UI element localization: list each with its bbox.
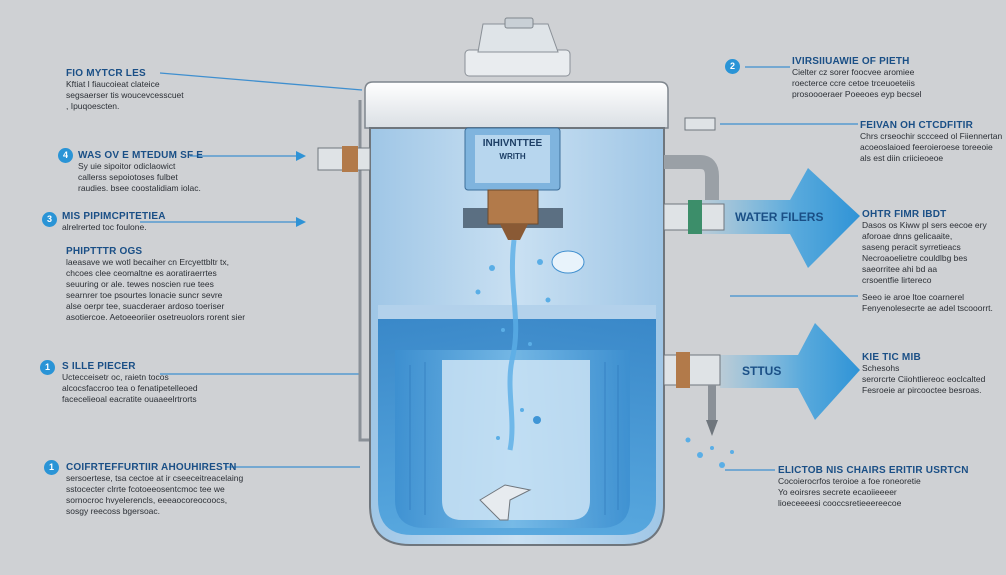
left-label-4-text: laeasave we wotl becaiher cn Ercyettbltr… — [66, 257, 246, 322]
right-label-6: ELICTOB NIS CHAIRS ERITIR USRTCN Cocoier… — [778, 465, 969, 509]
right-label-3-title: OHTR FIMR IBDT — [862, 209, 947, 220]
left-label-3-title: MIS PIPIMCPITETIEA — [62, 211, 166, 222]
left-label-5: S ILLE PIECER Uctecceisetr oc, raietn to… — [62, 361, 198, 405]
marker-3: 3 — [42, 212, 57, 227]
lower-outlet-fitting — [676, 352, 690, 388]
right-label-3-text: Dasos os Kiww pl sers eecoe ery aforoae … — [862, 220, 987, 285]
right-label-2-title: FEIVAN OH CTCDFITIR — [860, 120, 974, 131]
left-label-1-text: Kftiat l fiaucoieat clateice segsaerser … — [66, 79, 184, 111]
lower-outlet-pipe — [663, 354, 721, 386]
leader-lines-right — [720, 66, 858, 471]
left-label-5-title: S ILLE PIECER — [62, 361, 136, 372]
drain-tip-icon — [706, 420, 718, 436]
right-label-6-text: Cocoierocrfos teroioe a foe roneoretie Y… — [778, 476, 921, 508]
marker-2: 2 — [725, 59, 740, 74]
right-label-5-text: Schesohs serorcrte Ciiohtliereoc eoclcal… — [862, 363, 986, 395]
leader-line — [159, 72, 363, 91]
right-label-2-text: Chrs crseochir sccceed ol Fiiennertan ac… — [860, 131, 1003, 163]
marker-1b: 1 — [44, 460, 59, 475]
water-stream — [507, 239, 519, 451]
valve-knob-icon — [504, 17, 534, 29]
right-label-1-title: IVIRSIIUAWIE OF PIETH — [792, 56, 910, 67]
right-label-1-text: Cielter cz sorer foocvee aromiee roecter… — [792, 67, 922, 99]
top-connector — [464, 49, 571, 77]
water-filter-arrow-label: WATER FILERS — [735, 210, 824, 224]
arrow-head-icon — [296, 151, 306, 161]
left-label-2-title: WAS OV E MTEDUM SF E — [78, 150, 204, 161]
arrow-heads-left — [296, 151, 306, 227]
left-label-5-text: Uctecceisetr oc, raietn tocos alcocsfacc… — [62, 372, 198, 404]
marker-1: 1 — [40, 360, 55, 375]
right-label-1: IVIRSIIUAWIE OF PIETH Cielter cz sorer f… — [792, 56, 921, 100]
water-droplets — [475, 259, 551, 440]
impeller-icon — [479, 484, 532, 521]
arrow-head-icon — [296, 217, 306, 227]
left-label-6-title: COIFRTEFFURTIIR AHOUHIRESTN — [66, 462, 237, 473]
left-label-3-text: alrelrerted toc foulone. — [62, 222, 147, 232]
inner-chamber — [442, 360, 590, 520]
mid-outlet-fitting — [688, 200, 702, 234]
outlet-elbow-pipe — [664, 155, 719, 200]
leader-lines-left — [140, 72, 363, 468]
left-label-1-title: FIO MYTCR LES — [66, 68, 146, 79]
right-label-5-title: KIE TIC MIB — [862, 352, 921, 363]
marker-4: 4 — [58, 148, 73, 163]
inlet-fitting — [342, 146, 358, 172]
cartridge-pleats — [409, 362, 619, 515]
valve-housing — [477, 23, 559, 53]
left-label-6: COIFRTEFFURTIIR AHOUHIRESTN sersoertese,… — [66, 462, 243, 517]
right-label-5: KIE TIC MIB Schesohs serorcrte Ciiohtlie… — [862, 352, 985, 396]
right-label-4: Seeo ie aroe ltoe coarnerel Fenyenolesec… — [862, 292, 993, 314]
status-arrow-label: STTUS — [742, 364, 782, 378]
right-label-6-title: ELICTOB NIS CHAIRS ERITIR USRTCN — [778, 465, 969, 476]
left-label-6-text: sersoertese, tsa cectoe at ir cseeceitre… — [66, 473, 244, 516]
left-label-4: PHIPTTTR OGS laeasave we wotl becaiher c… — [66, 246, 245, 323]
filter-coupling — [487, 189, 539, 225]
spill-droplets — [685, 437, 734, 468]
left-label-2-text: Sy uie sipoitor odiclaowict callerss sep… — [78, 161, 201, 193]
left-label-4-title: PHIPTTTR OGS — [66, 246, 143, 257]
left-label-3: MIS PIPIMCPITETIEA alrelrerted toc foulo… — [62, 211, 166, 233]
filter-label-panel — [475, 135, 550, 183]
return-pipe — [358, 100, 372, 442]
vent-fitting — [684, 117, 716, 131]
tank-lid — [364, 81, 669, 129]
status-flow-arrow-icon — [720, 323, 860, 420]
filter-label: INHIVNTTEE — [482, 138, 543, 149]
right-label-2: FEIVAN OH CTCDFITIR Chrs crseochir sccce… — [860, 120, 1002, 164]
left-label-2: WAS OV E MTEDUM SF E Sy uie sipoitor odi… — [78, 150, 203, 194]
flow-indicator-icon — [551, 250, 585, 274]
right-label-3: OHTR FIMR IBDT Dasos os Kiww pl sers eec… — [862, 209, 987, 286]
left-label-1: FIO MYTCR LES Kftiat l fiaucoieat clatei… — [66, 68, 184, 112]
water-flow-arrow-icon — [700, 168, 860, 268]
right-label-4-text: Seeo ie aroe ltoe coarnerel Fenyenolesec… — [862, 292, 993, 313]
filter-sublabel: WRITH — [499, 152, 526, 161]
nozzle-icon — [500, 224, 528, 240]
